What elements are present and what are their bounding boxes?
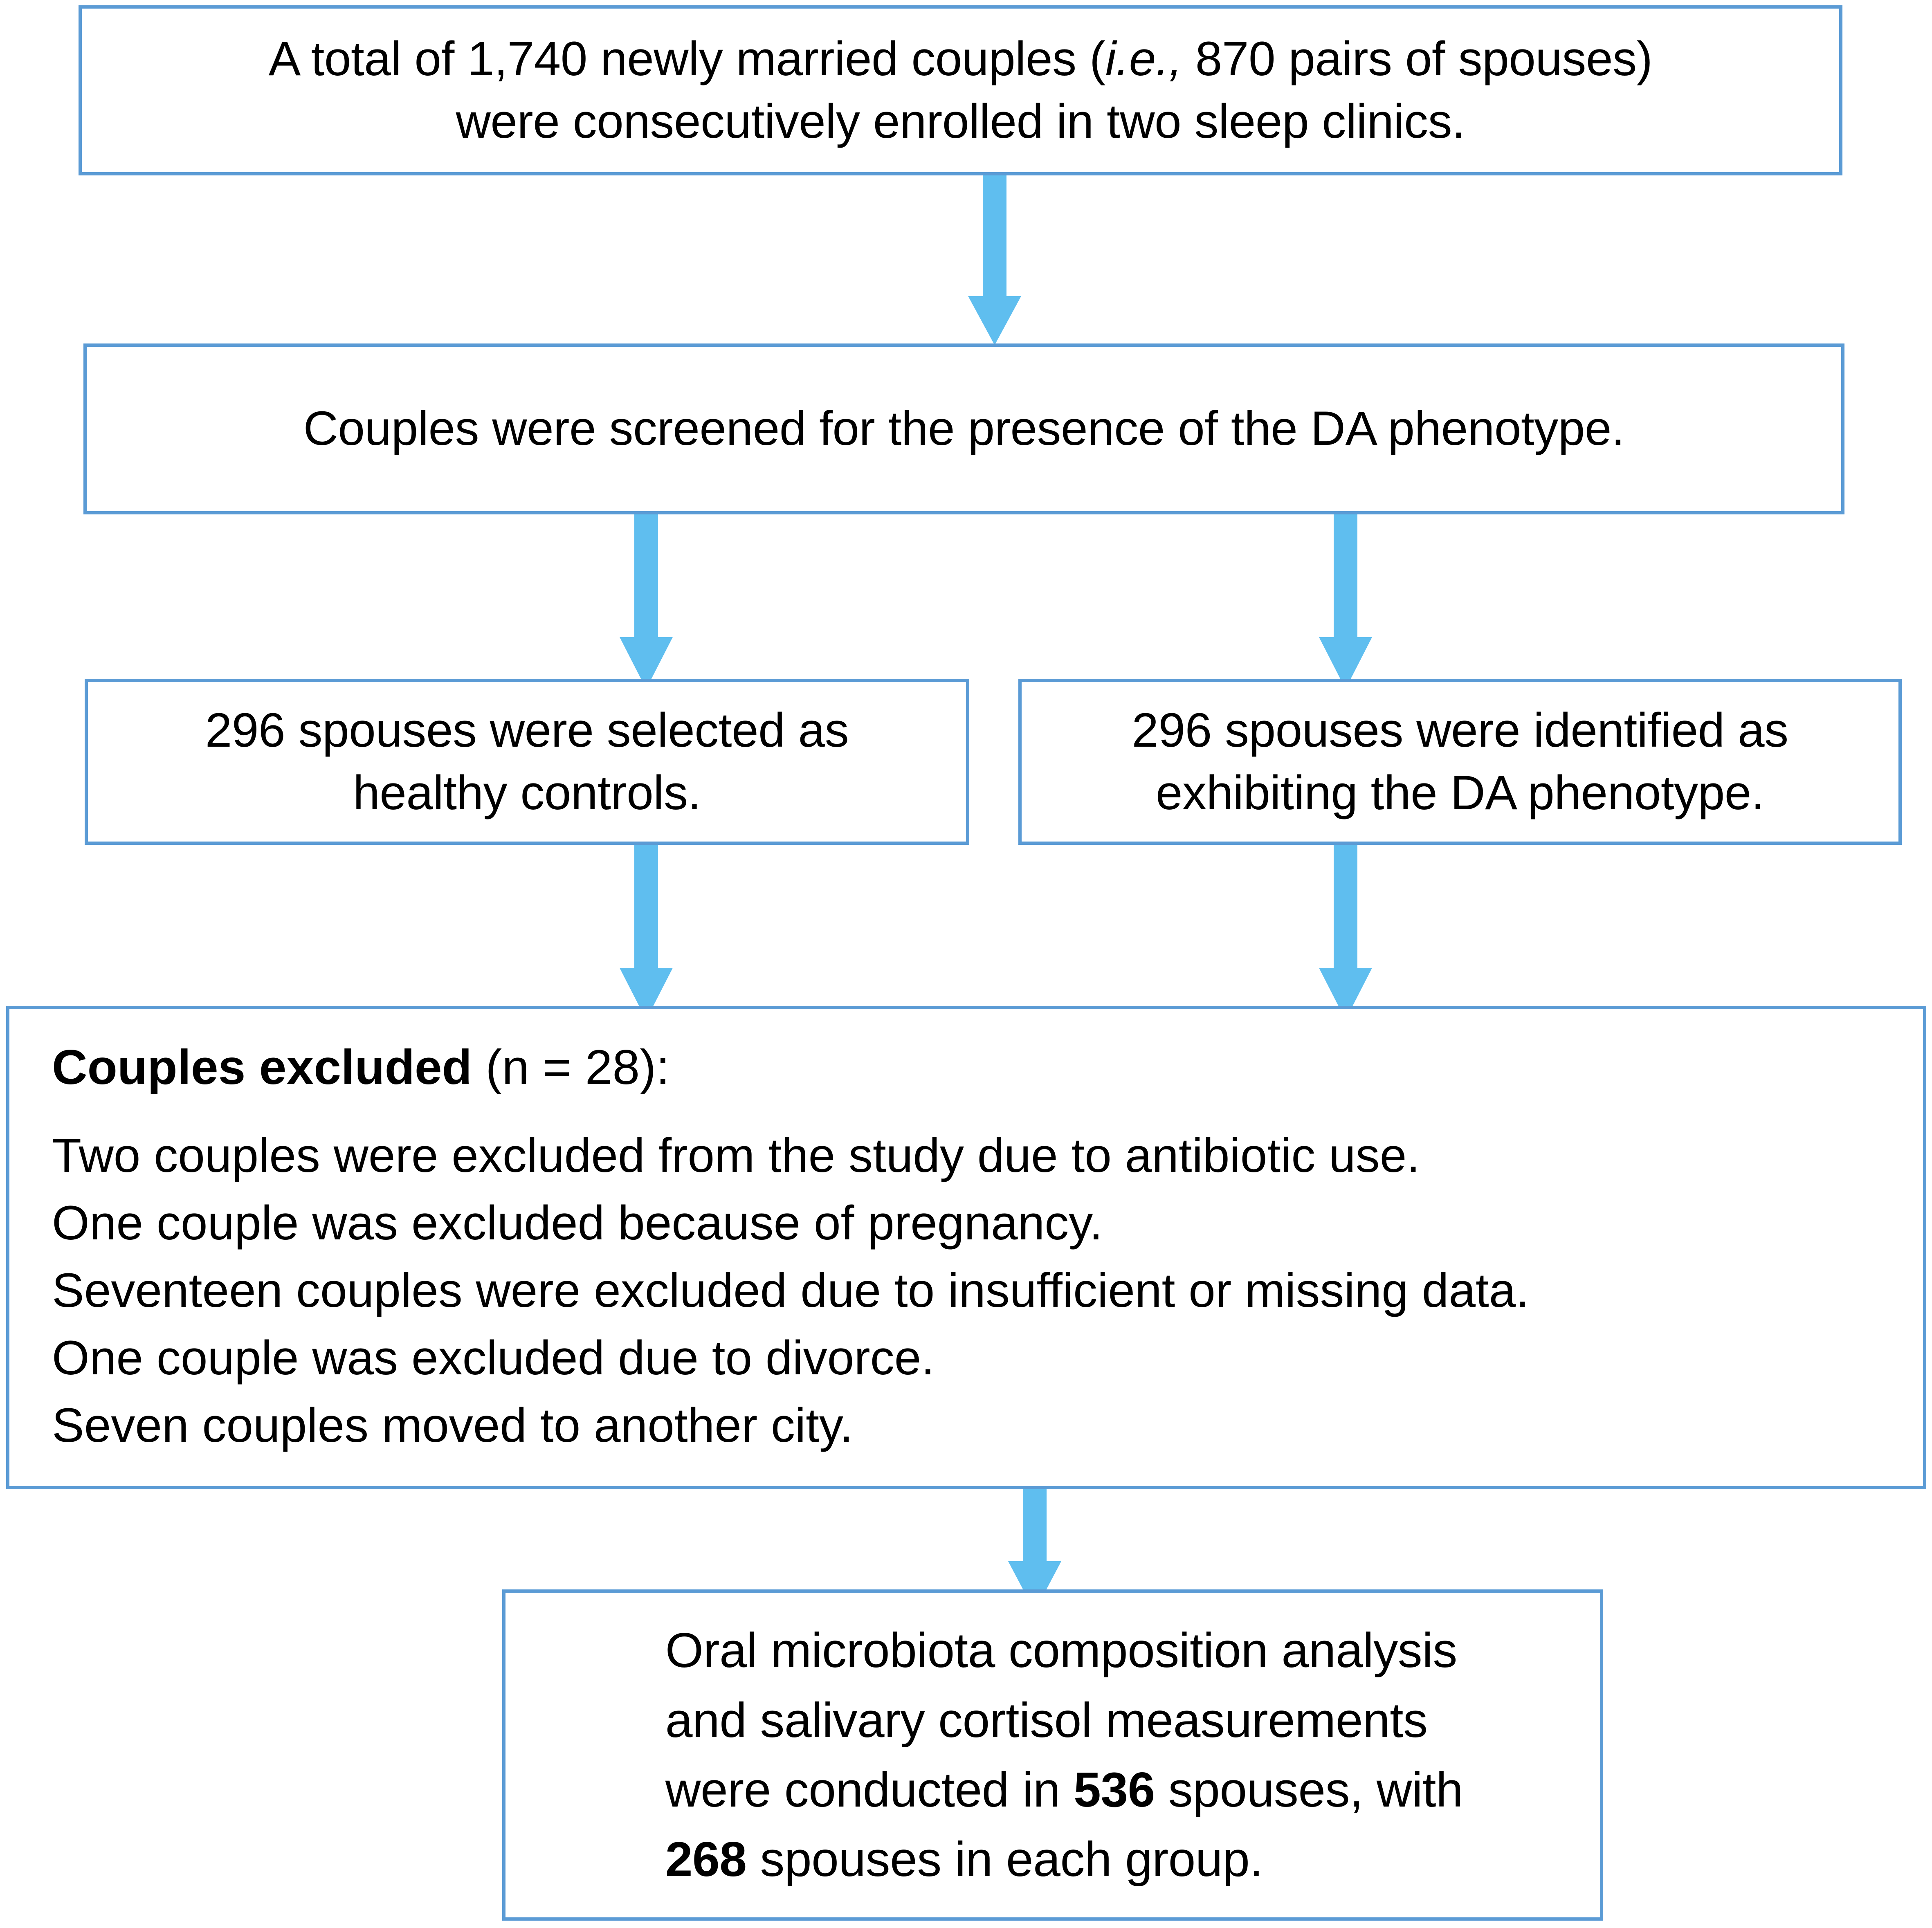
excluded-title-bold: Couples excluded bbox=[52, 1040, 472, 1095]
enrollment-line1-part-b: 870 pairs of spouses) bbox=[1182, 31, 1653, 86]
down-arrow-enrollment-to-screening bbox=[962, 173, 1027, 349]
excluded-reason-item: Two couples were excluded from the study… bbox=[52, 1128, 1420, 1183]
enrollment-line1-part-a: A total of 1,740 newly married couples ( bbox=[268, 31, 1106, 86]
da-line1: 296 spouses were identified as bbox=[1132, 703, 1788, 757]
box-healthy-controls: 296 spouses were selected as healthy con… bbox=[85, 679, 969, 845]
box-screening: Couples were screened for the presence o… bbox=[83, 343, 1844, 514]
box-couples-excluded: Couples excluded (n = 28): Two couples w… bbox=[6, 1006, 1926, 1489]
outcome-line4-suffix: spouses in each group. bbox=[746, 1832, 1263, 1887]
controls-line2: healthy controls. bbox=[353, 766, 701, 820]
excluded-title-count: (n = 28): bbox=[472, 1040, 670, 1095]
box-da-phenotype: 296 spouses were identified as exhibitin… bbox=[1018, 679, 1902, 845]
excluded-reason-item: Seventeen couples were excluded due to i… bbox=[52, 1263, 1530, 1318]
down-arrow-screening-to-controls bbox=[613, 512, 679, 692]
screening-line1: Couples were screened for the presence o… bbox=[303, 402, 1625, 456]
excluded-reason-item: One couple was excluded due to divorce. bbox=[52, 1331, 935, 1385]
box-final-analysis: Oral microbiota composition analysis and… bbox=[502, 1589, 1603, 1921]
outcome-line3-prefix: were conducted in bbox=[665, 1762, 1074, 1817]
outcome-group-count: 268 bbox=[665, 1832, 747, 1887]
down-arrow-excluded-to-outcome bbox=[1002, 1487, 1067, 1614]
enrollment-line1-italic: i.e., bbox=[1105, 31, 1182, 86]
down-arrow-controls-to-excluded bbox=[613, 843, 679, 1023]
excluded-reason-item: Seven couples moved to another city. bbox=[52, 1398, 854, 1453]
down-arrow-screening-to-da-phenotype bbox=[1313, 512, 1378, 692]
outcome-line2: and salivary cortisol measurements bbox=[665, 1692, 1428, 1748]
controls-line1: 296 spouses were selected as bbox=[205, 703, 849, 757]
da-line2: exhibiting the DA phenotype. bbox=[1155, 766, 1765, 820]
box-screening-text: Couples were screened for the presence o… bbox=[287, 397, 1641, 460]
outcome-line1: Oral microbiota composition analysis bbox=[665, 1623, 1458, 1678]
down-arrow-da-phenotype-to-excluded bbox=[1313, 843, 1378, 1023]
box-enrollment-text: A total of 1,740 newly married couples (… bbox=[252, 28, 1669, 153]
enrollment-line2: were consecutively enrolled in two sleep… bbox=[456, 94, 1465, 148]
excluded-title: Couples excluded (n = 28): bbox=[52, 1039, 1923, 1097]
box-enrollment: A total of 1,740 newly married couples (… bbox=[79, 5, 1842, 175]
box-couples-excluded-content: Couples excluded (n = 28): Two couples w… bbox=[9, 1009, 1923, 1460]
box-da-phenotype-text: 296 spouses were identified as exhibitin… bbox=[1115, 699, 1804, 825]
outcome-total-count: 536 bbox=[1074, 1762, 1155, 1817]
outcome-line3-suffix: spouses, with bbox=[1155, 1762, 1463, 1817]
excluded-reason-list: Two couples were excluded from the study… bbox=[52, 1122, 1923, 1460]
excluded-reason-item: One couple was excluded because of pregn… bbox=[52, 1196, 1103, 1250]
box-healthy-controls-text: 296 spouses were selected as healthy con… bbox=[189, 699, 865, 825]
box-final-analysis-text: Oral microbiota composition analysis and… bbox=[643, 1616, 1463, 1894]
